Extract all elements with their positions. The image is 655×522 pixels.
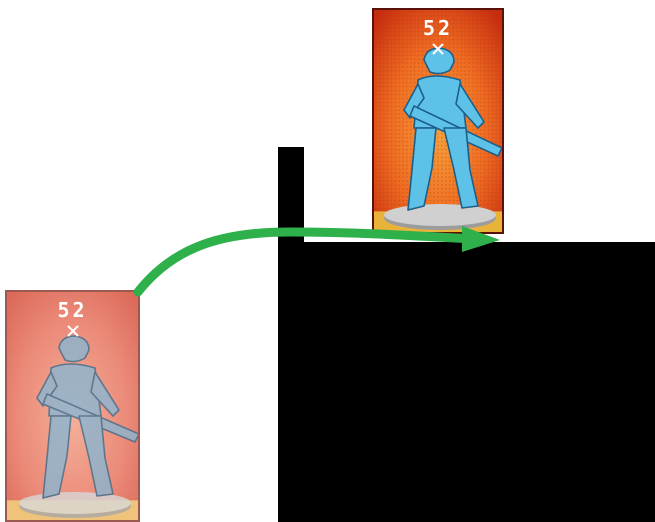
move-arrow — [0, 0, 655, 522]
